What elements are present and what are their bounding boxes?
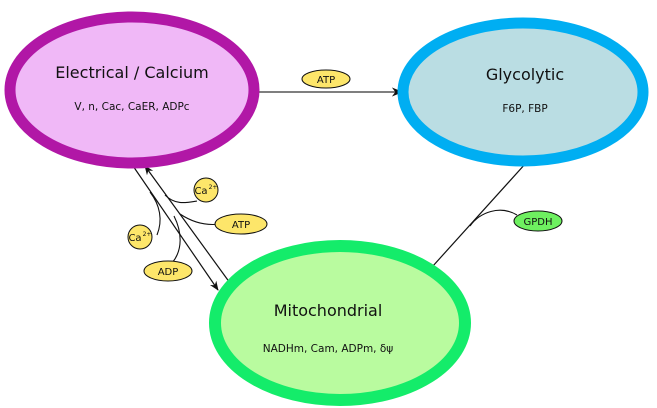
ca-upper-label: Ca — [194, 186, 207, 197]
atp-mid-label: ATP — [232, 220, 250, 231]
node-glycolytic[interactable]: Glycolytic F6P, FBP — [397, 17, 649, 167]
modifier-adp[interactable]: ADP — [143, 260, 193, 282]
modifier-link-gpdh — [469, 209, 518, 227]
modifier-ca-lower[interactable]: Ca 2+ — [127, 224, 153, 250]
atp-top-label: ATP — [317, 75, 335, 86]
modifier-link-adp — [171, 215, 181, 264]
glycolytic-variables: F6P, FBP — [502, 103, 547, 115]
edge-electrical-to-mitochondrial — [130, 162, 219, 291]
electrical-title: Electrical / Calcium — [55, 63, 209, 82]
modifier-link-ca-upper — [164, 194, 198, 204]
modifier-ca-upper[interactable]: Ca 2+ — [193, 177, 219, 203]
electrical-variables: V, n, Cac, CaER, ADPc — [74, 101, 189, 113]
modifier-gpdh[interactable]: GPDH — [513, 210, 563, 232]
edge-mitochondrial-to-electrical — [144, 165, 231, 284]
modifier-atp-top[interactable]: ATP — [301, 69, 351, 89]
modifier-atp-mid[interactable]: ATP — [214, 213, 268, 235]
gpdh-label: GPDH — [524, 217, 553, 228]
node-electrical-calcium[interactable]: Electrical / Calcium V, n, Cac, CaER, AD… — [4, 11, 260, 169]
ca-lower-superscript: 2+ — [143, 231, 152, 238]
mitochondrial-ellipse — [209, 240, 471, 406]
node-mitochondrial[interactable]: Mitochondrial NADHm, Cam, ADPm, δψ — [209, 240, 471, 406]
adp-label: ADP — [158, 267, 179, 278]
modifier-link-ca-lower — [149, 191, 161, 236]
glycolytic-ellipse — [397, 17, 649, 167]
glycolytic-title: Glycolytic — [486, 65, 564, 84]
mitochondrial-title: Mitochondrial — [274, 301, 383, 320]
mitochondrial-variables: NADHm, Cam, ADPm, δψ — [263, 343, 394, 355]
ca-lower-label: Ca — [128, 233, 141, 244]
ca-upper-superscript: 2+ — [209, 184, 218, 191]
electrical-ellipse — [4, 11, 260, 169]
